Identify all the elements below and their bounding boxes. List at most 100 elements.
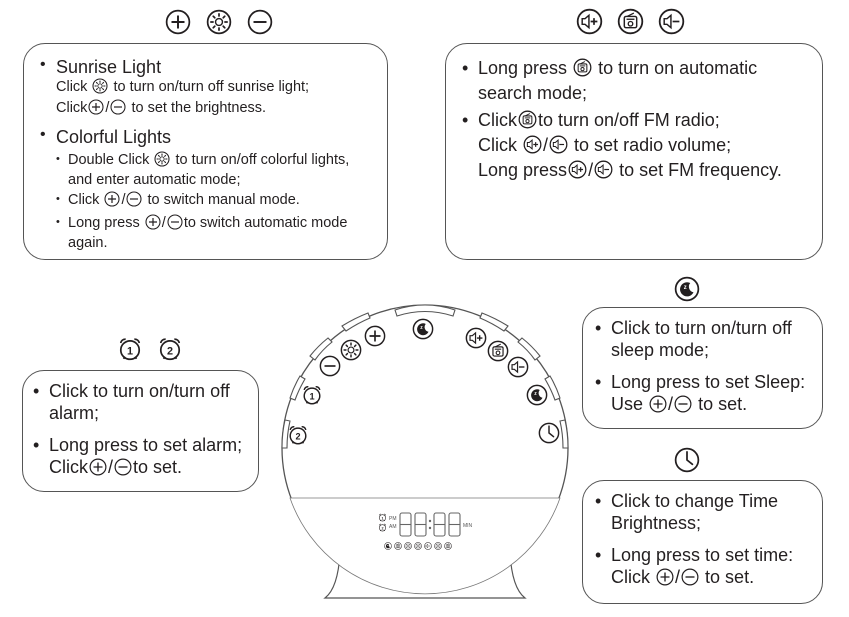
text: to set FM frequency.: [619, 160, 782, 180]
minus-icon: [126, 191, 142, 212]
time-item-2: Long press to set time: Click / to set.: [595, 544, 810, 591]
text: to turn on/turn off sunrise light;: [113, 79, 310, 95]
text: Click: [478, 110, 517, 130]
plus-icon: [104, 191, 120, 212]
text: to set the brightness.: [131, 100, 267, 116]
text: Click: [56, 100, 88, 116]
minus-icon: [114, 458, 132, 481]
radio-icon: [573, 58, 592, 82]
plus-icon: [88, 99, 104, 120]
text: to switch automatic mode: [183, 215, 348, 231]
minus-icon: [681, 568, 699, 591]
volume-up-icon: [568, 160, 587, 184]
text: to switch manual mode.: [147, 192, 300, 208]
text: Click: [56, 79, 88, 95]
text: search mode;: [478, 83, 588, 103]
sunrise-line-2: Click/ to set the brightness.: [56, 99, 371, 120]
alarm-panel: Click to turn on/turn off alarm; Long pr…: [22, 370, 259, 492]
alarm-line-set: Click/to set.: [49, 456, 248, 481]
sleep-item-1: Click to turn on/turn off sleep mode;: [595, 317, 810, 361]
clock-icon: [674, 447, 700, 473]
device-sunrise-icon: [340, 339, 362, 361]
sleep-line-set: Use / to set.: [611, 393, 810, 418]
text: Click: [478, 135, 517, 155]
sunrise-colorful-panel: Sunrise Light Click to turn on/turn off …: [23, 43, 388, 260]
display-am: AM: [389, 524, 397, 530]
sunrise-icon: [206, 9, 232, 35]
colorful-sub-3: Long press /to switch automatic mode aga…: [56, 214, 371, 252]
alarm-button-icons: [117, 336, 183, 362]
text: Long press: [68, 215, 140, 231]
text: Click to turn on/turn off: [49, 381, 230, 401]
fm-item-1: Long press to turn on automatic search m…: [462, 57, 806, 104]
plus-icon: [165, 9, 191, 35]
text: again.: [68, 235, 108, 251]
alarm-item-1: Click to turn on/turn off alarm;: [33, 380, 248, 424]
colorful-sub-1: Double Click to turn on/off colorful lig…: [56, 151, 371, 189]
display-min: MIN: [463, 523, 473, 529]
text: Double Click: [68, 152, 150, 168]
sunrise-button-icons: [165, 9, 273, 35]
radio-icon: [617, 8, 644, 35]
sleep-icon: [674, 276, 700, 302]
text: to set.: [133, 457, 183, 477]
plus-icon: [89, 458, 107, 481]
text: Click to turn on/turn off: [611, 318, 792, 338]
volume-up-icon: [523, 135, 542, 159]
sleep-item-2: Long press to set Sleep: Use / to set.: [595, 371, 810, 418]
fm-line-frequency: Long press/ to set FM frequency.: [478, 159, 806, 184]
sleep-panel: Click to turn on/turn off sleep mode; Lo…: [582, 307, 823, 429]
text: Long press to set alarm;: [49, 435, 243, 455]
plus-icon: [656, 568, 674, 591]
display-pm: PM: [389, 516, 397, 522]
text: Click: [49, 457, 88, 477]
fm-line-volume: Click / to set radio volume;: [478, 134, 806, 159]
text: Click: [68, 192, 100, 208]
clock-device: PM AM MIN: [281, 304, 569, 599]
time-button-icon: [674, 447, 700, 473]
text: to set radio volume;: [574, 135, 732, 155]
text: to turn on automatic: [598, 58, 758, 78]
display-colon-bottom: [428, 526, 432, 530]
device-sleep-icon: [526, 384, 548, 406]
device-clock-icon: [538, 422, 560, 444]
minus-icon: [110, 99, 126, 120]
time-item-1: Click to change Time Brightness;: [595, 490, 810, 534]
colorful-sub-2: Click / to switch manual mode.: [56, 191, 371, 212]
sunrise-line-1: Click to turn on/turn off sunrise light;: [56, 78, 371, 99]
alarm2-icon: [157, 336, 183, 362]
colorful-lights-title: Colorful Lights: [56, 127, 172, 147]
volume-down-icon: [594, 160, 613, 184]
sleep-button-icon: [674, 276, 700, 302]
volume-up-icon: [576, 8, 603, 35]
text: to turn on/off colorful lights,: [175, 152, 350, 168]
volume-down-icon: [549, 135, 568, 159]
minus-icon: [167, 214, 183, 235]
fm-radio-panel: Long press to turn on automatic search m…: [445, 43, 823, 260]
fm-button-icons: [576, 8, 685, 35]
device-volume-down-icon: [507, 356, 529, 378]
text: Click: [611, 567, 650, 587]
display-digits: [399, 512, 461, 537]
text: Long press: [478, 160, 568, 180]
text: Long press to set Sleep:: [611, 372, 806, 392]
minus-icon: [247, 9, 273, 35]
device-display: PM AM MIN: [379, 512, 473, 550]
plus-icon: [649, 395, 667, 418]
colorful-lights-item: Colorful Lights Double Click to turn on/…: [40, 126, 371, 252]
text: alarm;: [49, 403, 100, 423]
volume-down-icon: [658, 8, 685, 35]
text: sleep mode;: [611, 340, 710, 360]
arc-button-strips: [281, 304, 569, 449]
text: to set.: [698, 394, 748, 414]
display-colon-top: [428, 519, 432, 523]
device-minus-icon: [319, 355, 341, 377]
text: Brightness;: [611, 513, 702, 533]
minus-icon: [674, 395, 692, 418]
text: and enter automatic mode;: [68, 172, 241, 188]
device-snooze-icon: [412, 318, 434, 340]
device-volume-up-icon: [465, 327, 487, 349]
plus-icon: [145, 214, 161, 235]
radio-icon: [518, 110, 537, 134]
